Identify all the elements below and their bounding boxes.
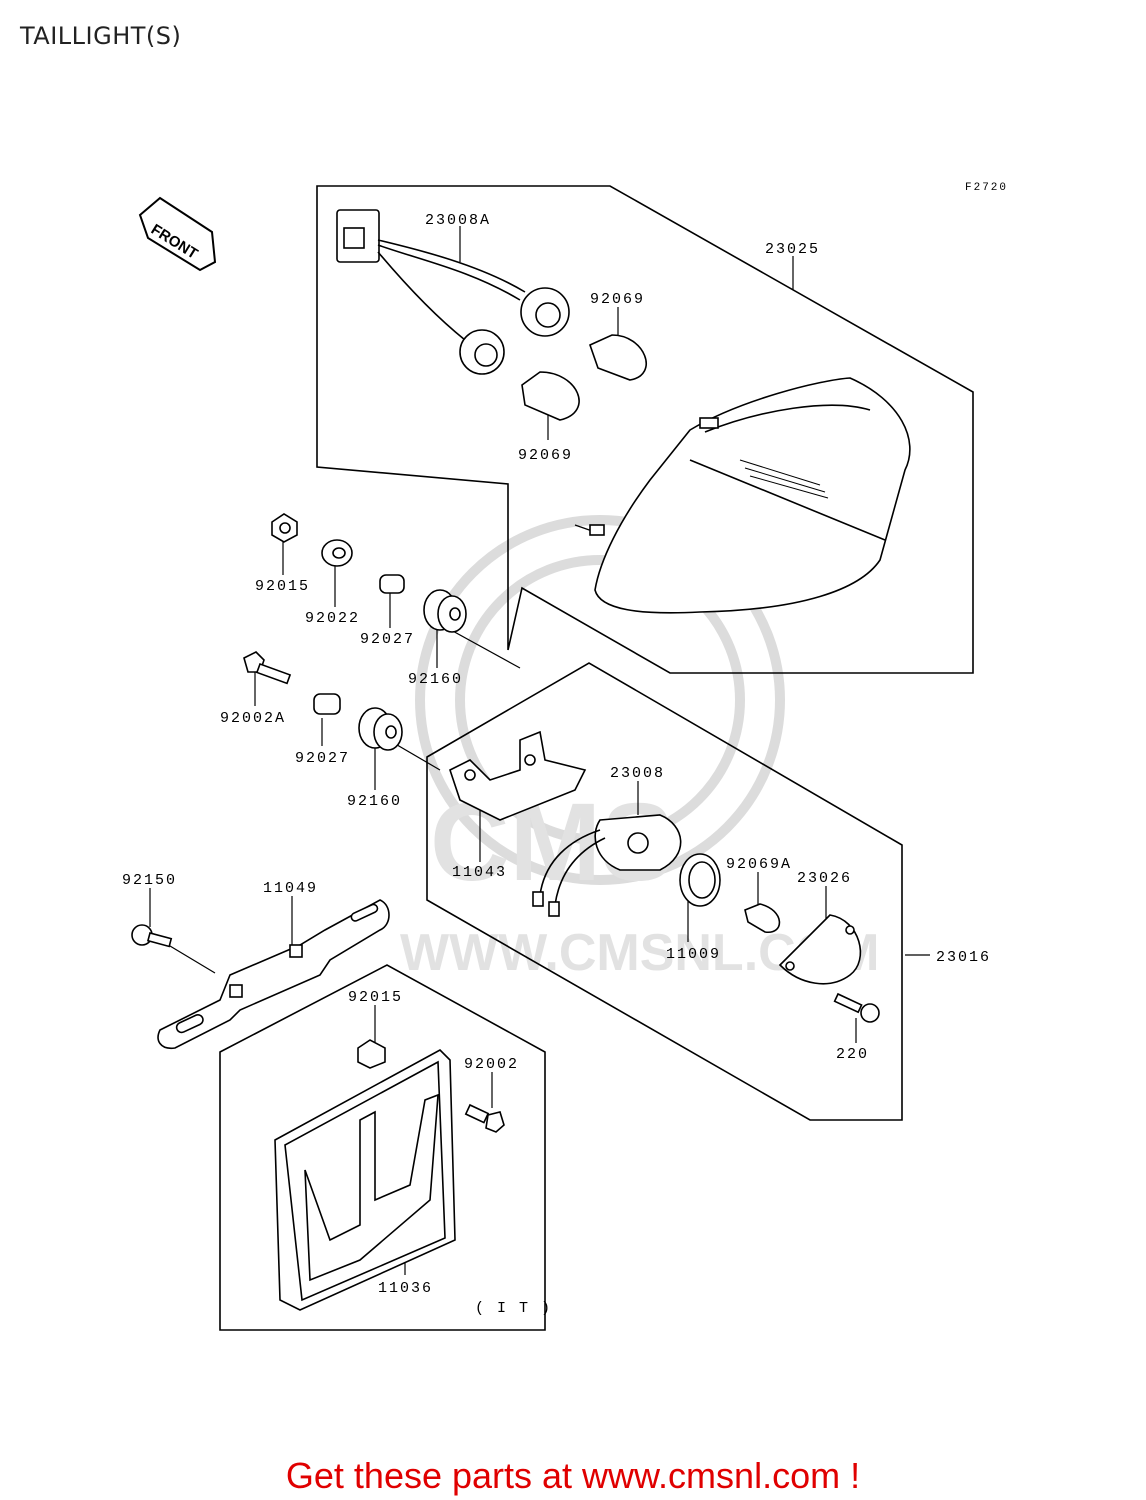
callout-23025: 23025 — [765, 241, 820, 258]
callout-92027-bottom: 92027 — [295, 750, 350, 767]
grommet-92160-top — [423, 589, 467, 633]
callout-23026: 23026 — [797, 870, 852, 887]
callout-92150: 92150 — [122, 872, 177, 889]
callout-23008A: 23008A — [425, 212, 491, 229]
callout-92015-left: 92015 — [255, 578, 310, 595]
callout-it: ( I T ) — [475, 1300, 552, 1317]
callout-92027-top: 92027 — [360, 631, 415, 648]
group-23016-outline — [426, 662, 903, 1121]
footer-link[interactable]: Get these parts at www.cmsnl.com ! — [285, 1455, 861, 1496]
gasket-11009 — [679, 853, 721, 907]
callout-92069-top: 92069 — [590, 291, 645, 308]
callout-92069-bottom: 92069 — [518, 447, 573, 464]
bulb-92069-top — [589, 334, 647, 381]
callout-92022: 92022 — [305, 610, 360, 627]
figure-code: F2720 — [965, 182, 1008, 194]
front-arrow-icon: FRONT — [138, 196, 217, 272]
collar-92027-bottom — [313, 693, 341, 715]
group-it-outline — [219, 964, 546, 1331]
callout-11036: 11036 — [378, 1280, 433, 1297]
bracket-11049 — [157, 899, 390, 1050]
nut-92015-bottom — [357, 1039, 386, 1069]
callout-92160-top: 92160 — [408, 671, 463, 688]
callout-92002: 92002 — [464, 1056, 519, 1073]
bolt-92002A — [243, 651, 292, 685]
bulb-92069A — [744, 903, 781, 933]
callout-labels: 23008A 23025 92069 92069 92015 92022 920… — [122, 212, 991, 1317]
bulb-92069-bottom — [521, 371, 580, 421]
callout-11009: 11009 — [666, 946, 721, 963]
callout-23008: 23008 — [610, 765, 665, 782]
taillight-lens-23025 — [589, 377, 911, 614]
license-light-23008 — [532, 814, 682, 917]
nut-92015-left — [271, 513, 298, 543]
group-23025-outline — [316, 185, 974, 674]
callout-92002A: 92002A — [220, 710, 286, 727]
lens-23026 — [778, 914, 862, 985]
washer-92022 — [321, 539, 353, 567]
callout-220: 220 — [836, 1046, 869, 1063]
callout-11049: 11049 — [263, 880, 318, 897]
grommet-92160-bottom — [358, 707, 403, 751]
collar-92027-top — [379, 574, 405, 594]
bracket-11043 — [449, 730, 587, 821]
callout-92015-bottom: 92015 — [348, 989, 403, 1006]
bolt-92002 — [464, 1103, 505, 1133]
callout-92069A: 92069A — [726, 856, 792, 873]
license-plate-holder-11036 — [274, 1049, 456, 1311]
screw-220 — [833, 992, 880, 1023]
bolt-92150 — [131, 924, 173, 948]
page-title: TAILLIGHT(S) — [20, 22, 182, 50]
callout-11043: 11043 — [452, 864, 507, 881]
callout-92160-bottom: 92160 — [347, 793, 402, 810]
wiring-harness-23008A — [336, 209, 570, 375]
callout-23016: 23016 — [936, 949, 991, 966]
